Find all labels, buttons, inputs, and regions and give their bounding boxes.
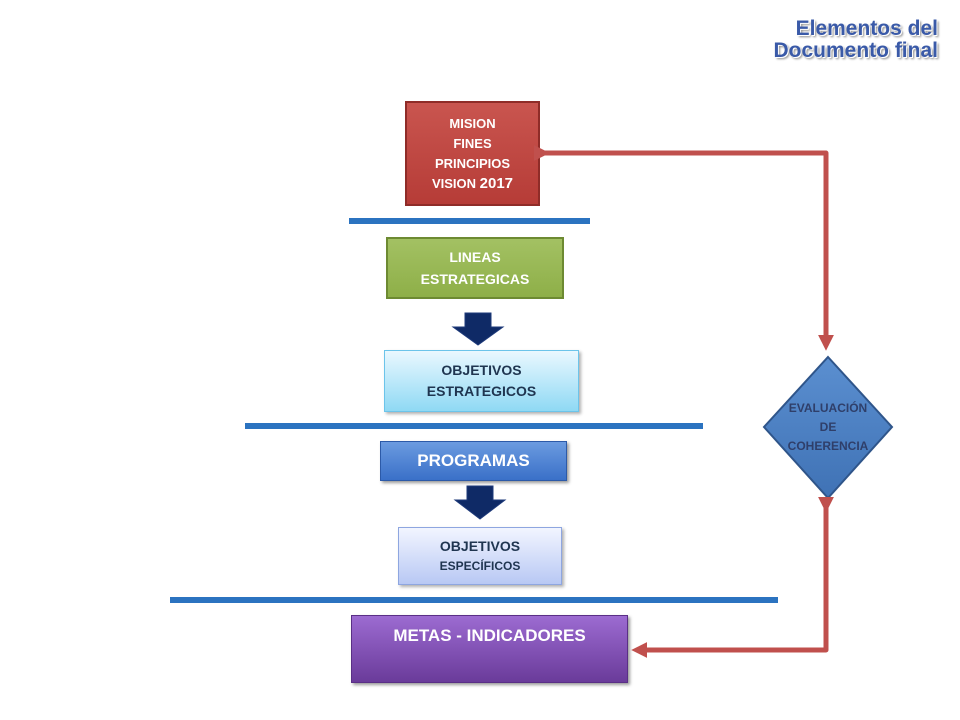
evaluacion-label-2: DE [819, 420, 837, 434]
down-arrow-icon [453, 485, 507, 520]
page-title: Elementos del Documento final [773, 18, 938, 62]
evaluacion-label-3: COHERENCIA [787, 439, 869, 453]
feedback-arrow-to-metas [631, 496, 835, 659]
objetivos-especificos-box: OBJETIVOS ESPECÍFICOS [398, 527, 562, 585]
title-line-1: Elementos del [795, 17, 938, 40]
evaluacion-label-1: EVALUACIÓN [788, 401, 868, 415]
fines-label: FINES [453, 135, 492, 151]
lineas-label-1: LINEAS [449, 249, 501, 265]
principios-label: PRINCIPIOS [434, 155, 511, 171]
feedback-arrow-to-evaluacion [533, 144, 835, 351]
mision-box: MISION FINES PRINCIPIOS VISION 2017 [405, 101, 540, 206]
objetivos-estrategicos-label-2: ESTRATEGICOS [426, 383, 537, 399]
separator-line-2 [245, 423, 703, 429]
down-arrow-icon [451, 312, 505, 346]
vision-line: VISION 2017 [432, 174, 513, 194]
mision-label: MISION [449, 115, 496, 131]
separator-line-1 [349, 218, 590, 224]
objetivos-estrategicos-box: OBJETIVOS ESTRATEGICOS [384, 350, 579, 412]
programas-label: PROGRAMAS [417, 451, 530, 470]
title-line-2: Documento final [773, 39, 938, 62]
separator-line-3 [170, 597, 778, 603]
vision-year: 2017 [479, 174, 514, 192]
objetivos-especificos-label-2: ESPECÍFICOS [439, 559, 521, 573]
objetivos-especificos-label-1: OBJETIVOS [439, 538, 521, 554]
vision-label: VISION [431, 175, 477, 191]
objetivos-estrategicos-label-1: OBJETIVOS [441, 362, 522, 378]
metas-indicadores-label: METAS - INDICADORES [393, 626, 586, 645]
metas-indicadores-box: METAS - INDICADORES [351, 615, 628, 683]
programas-box: PROGRAMAS [380, 441, 567, 481]
evaluacion-label: EVALUACIÓN DE COHERENCIA [762, 355, 894, 500]
lineas-label-2: ESTRATEGICAS [420, 271, 530, 287]
